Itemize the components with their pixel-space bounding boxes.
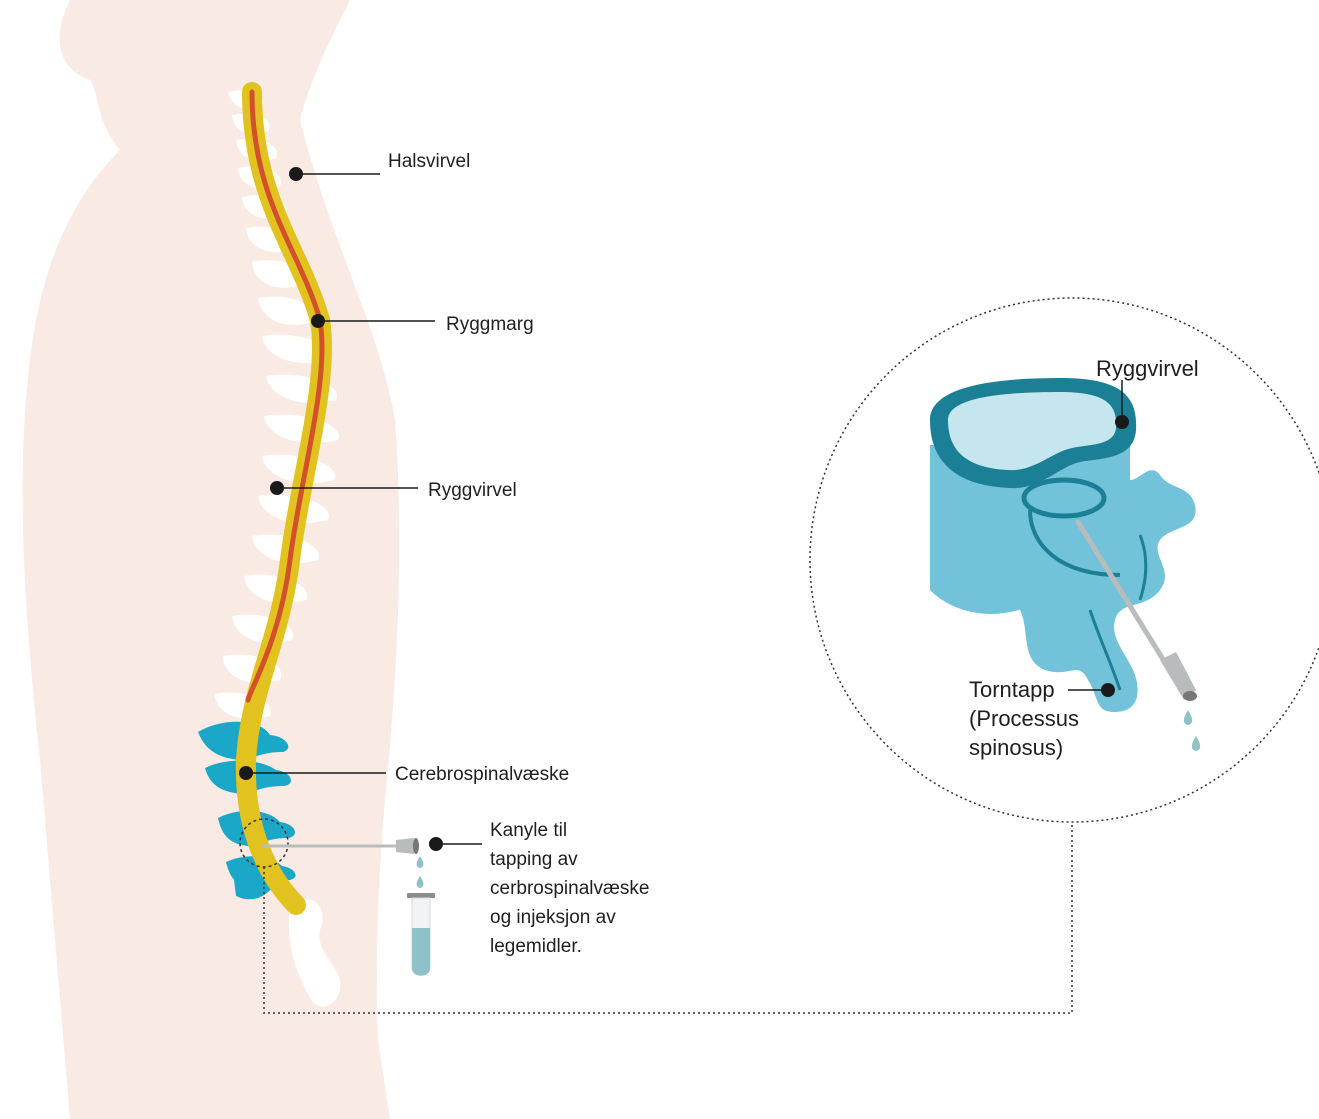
label-needle-line1: Kanyle til xyxy=(490,820,567,841)
label-needle-line2: tapping av xyxy=(490,849,578,870)
label-cervical: Halsvirvel xyxy=(388,151,470,172)
label-needle-line4: og injeksjon av xyxy=(490,907,616,928)
label-spinal-cord: Ryggmarg xyxy=(446,314,534,335)
label-spinous-line2: (Processus xyxy=(969,706,1079,731)
label-needle: Kanyle til tapping av cerbrospinalvæske … xyxy=(490,820,649,957)
label-zoom-vertebra: Ryggvirvel xyxy=(1096,356,1199,381)
label-needle-line3: cerbrospinalvæske xyxy=(490,878,649,899)
label-vertebra: Ryggvirvel xyxy=(428,480,517,501)
csf-drops xyxy=(417,856,424,888)
test-tube xyxy=(407,893,435,976)
label-spinous-line3: spinosus) xyxy=(969,735,1063,760)
label-needle-line5: legemidler. xyxy=(490,936,582,957)
label-spinous-line1: Torntapp xyxy=(969,677,1055,702)
body-silhouette xyxy=(23,0,400,1119)
label-csf: Cerebrospinalvæske xyxy=(395,764,569,785)
